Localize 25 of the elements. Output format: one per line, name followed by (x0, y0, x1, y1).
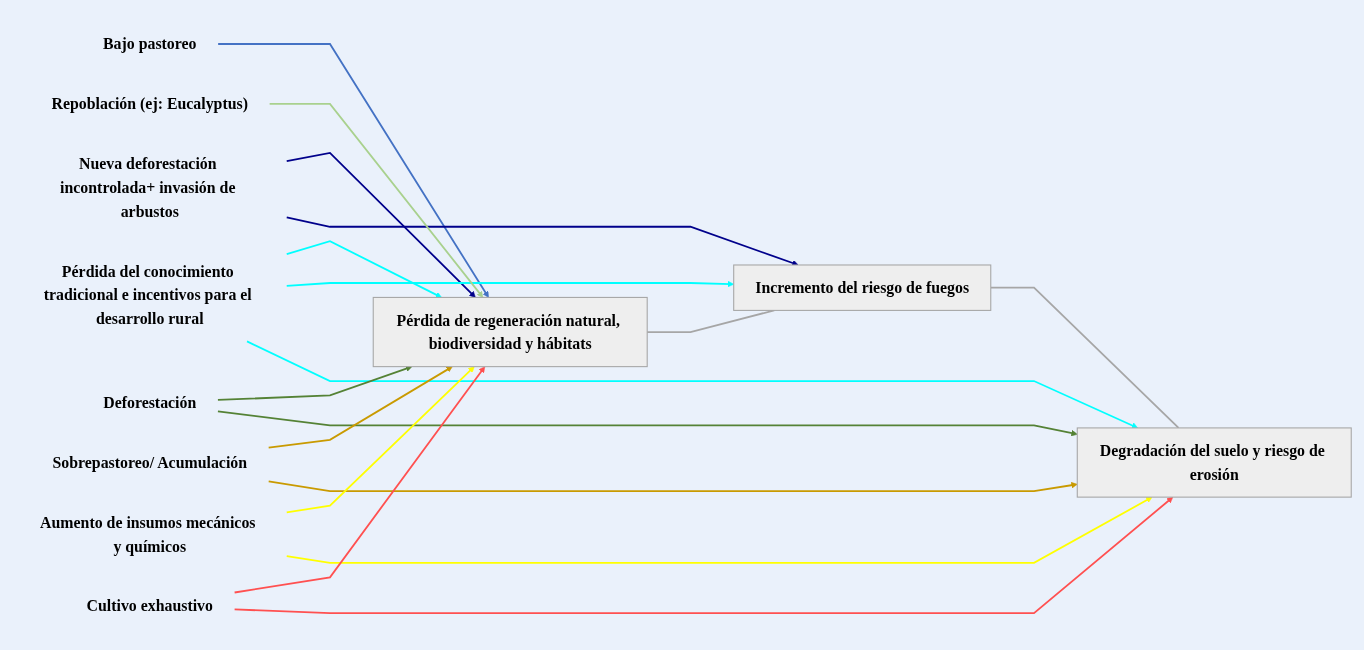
arrow (233, 366, 486, 594)
arrow (217, 43, 489, 298)
node-text: Nueva deforestación incontrolada+ invasión de arbustos (60, 154, 236, 221)
node-text: Pérdida del conocimiento tradicional e incentivos para el desarrollo rural (43, 262, 252, 328)
arrow (285, 280, 734, 288)
arrow (217, 410, 1078, 437)
node-text: Aumento de insumos mecánicos y químicos (40, 513, 256, 556)
arrow (246, 340, 1138, 429)
node-text: Sobrepastoreo/ Acumulación (52, 453, 248, 472)
node-text: Bajo pastoreo (102, 35, 197, 54)
arrow (267, 366, 453, 449)
node-text: Repoblación (ej: Eucalyptus) (51, 94, 248, 113)
node-box: Pérdida de regeneración natural, biodiversidad y hábitats (372, 296, 648, 368)
node-box: Degradación del suelo y riesgo de erosión (1076, 427, 1352, 498)
arrow (233, 496, 1174, 615)
arrow (285, 366, 475, 514)
arrow (267, 480, 1078, 493)
arrow (285, 240, 442, 298)
node-box: Incremento del riesgo de fuegos (733, 264, 992, 311)
node-text: Deforestación (103, 393, 197, 412)
arrow (285, 496, 1153, 564)
node-text: Cultivo exhaustivo (86, 596, 213, 615)
arrow (217, 365, 413, 401)
arrow (268, 102, 484, 298)
arrow (285, 151, 476, 298)
